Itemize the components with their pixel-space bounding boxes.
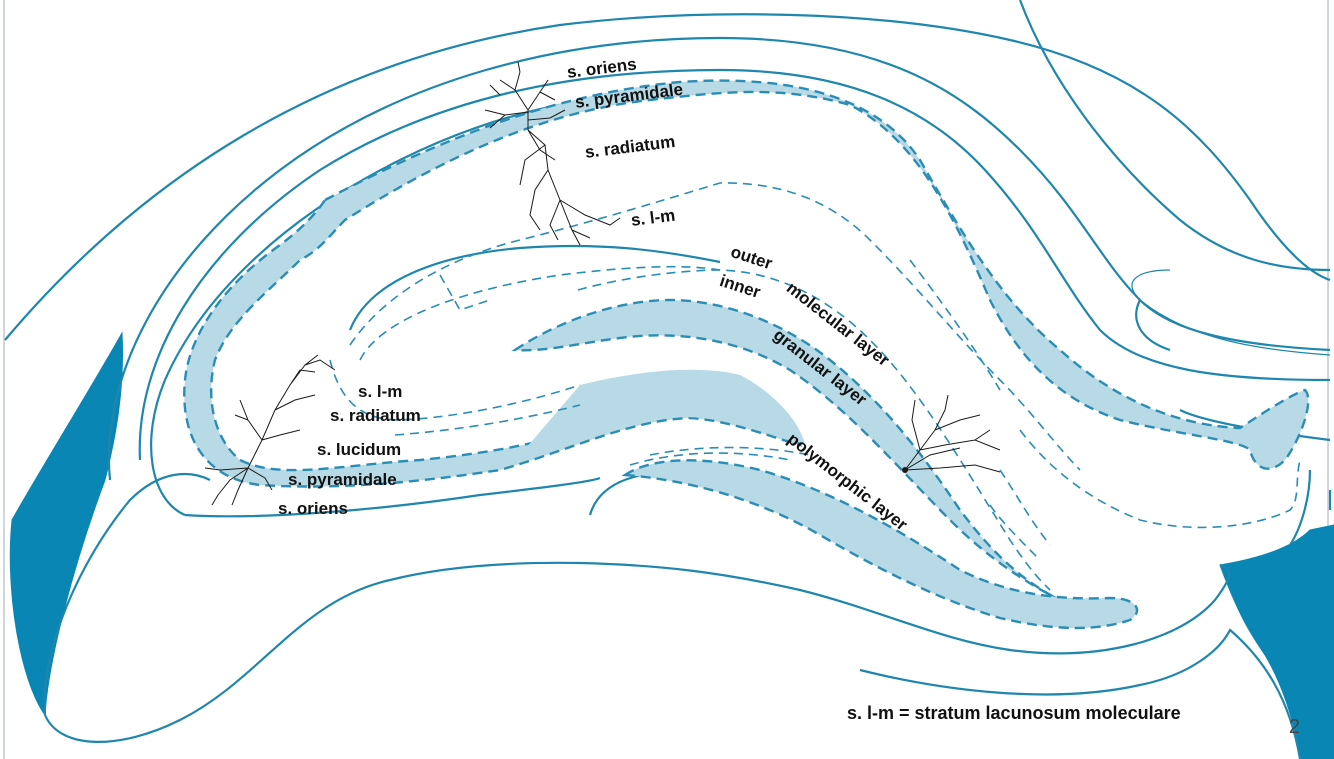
ca3-pyramidal-fill bbox=[520, 369, 805, 455]
ca3-pyramidal-neuron bbox=[204, 354, 336, 506]
cell-layers bbox=[183, 79, 1310, 630]
page-number: 2 bbox=[1288, 716, 1300, 738]
label-ca3-radiatum: s. radiatum bbox=[330, 406, 421, 425]
right-ventricle-region bbox=[1219, 524, 1334, 759]
dashed-boundaries bbox=[329, 182, 1301, 591]
label-ca3-lucidum: s. lucidum bbox=[317, 440, 402, 459]
outer-boundaries bbox=[4, 0, 1332, 759]
ca1-pyramidal-neuron bbox=[484, 61, 621, 246]
label-ca3-pyramidale: s. pyramidale bbox=[288, 470, 397, 489]
dg-granular-layer-lower bbox=[621, 459, 1139, 630]
left-ventricle-region bbox=[9, 331, 124, 717]
label-ca3-oriens: s. oriens bbox=[278, 499, 348, 518]
left-page-edge bbox=[3, 0, 5, 759]
dg-granule-neuron bbox=[902, 394, 1001, 473]
label-ca3-lm: s. l-m bbox=[358, 382, 403, 401]
footnote: s. l-m = stratum lacunosum moleculare bbox=[847, 703, 1181, 723]
